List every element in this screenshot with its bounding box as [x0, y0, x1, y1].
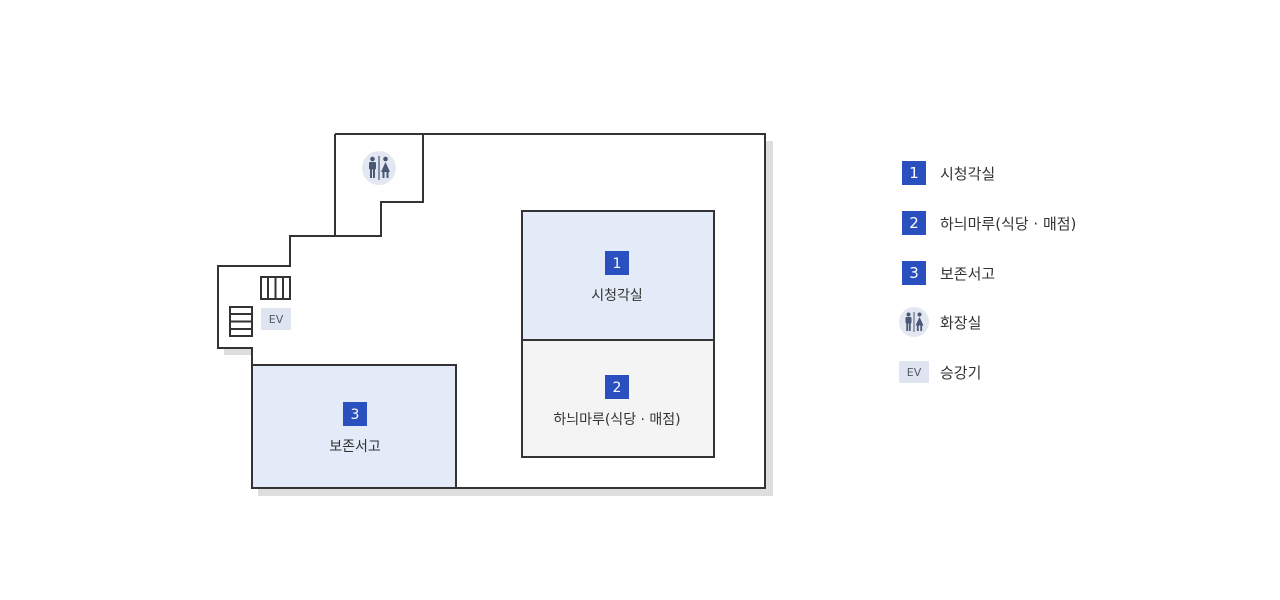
stairs-horizontal-icon — [229, 306, 253, 337]
room-2-badge — [605, 375, 629, 399]
elevator-icon: EV — [899, 361, 929, 383]
legend-label-3: 보존서고 — [940, 264, 996, 283]
legend-badge-2: 2 — [902, 211, 926, 235]
elevator-marker: EV — [261, 308, 291, 330]
room-3-badge — [343, 402, 367, 426]
room-2-label: 하늬마루(식당 · 매점) — [553, 412, 680, 428]
legend-badge-1: 1 — [902, 161, 926, 185]
restroom-icon — [362, 151, 396, 185]
legend-item-2[interactable]: 2 하늬마루(식당 · 매점) — [900, 210, 1076, 236]
room-1-area — [521, 210, 715, 341]
room-1-number: 1 — [613, 256, 622, 272]
legend-item-elevator[interactable]: EV 승강기 — [899, 359, 981, 385]
room-3[interactable]: 3 보존서고 — [251, 364, 457, 489]
legend-label-2: 하늬마루(식당 · 매점) — [940, 214, 1077, 233]
legend-label-elevator: 승강기 — [940, 363, 982, 382]
legend-item-1[interactable]: 1 시청각실 — [900, 160, 995, 186]
room-3-number: 3 — [351, 407, 360, 423]
restroom-icon — [899, 307, 929, 337]
legend-item-restroom[interactable]: 화장실 — [899, 307, 981, 337]
room-1-badge — [605, 251, 629, 275]
room-2[interactable]: 2 하늬마루(식당 · 매점) — [521, 339, 715, 458]
legend-badge-3: 3 — [902, 261, 926, 285]
room-3-label: 보존서고 — [329, 439, 381, 455]
elevator-label: EV — [269, 313, 284, 326]
room-1[interactable]: 1 시청각실 — [521, 210, 715, 341]
legend-label-restroom: 화장실 — [940, 313, 982, 332]
room-2-number: 2 — [613, 380, 622, 396]
legend-label-1: 시청각실 — [940, 164, 996, 183]
legend-item-3[interactable]: 3 보존서고 — [900, 260, 995, 286]
room-3-area — [251, 364, 457, 489]
stairs-vertical-icon — [260, 276, 291, 300]
room-1-label: 시청각실 — [591, 288, 643, 304]
